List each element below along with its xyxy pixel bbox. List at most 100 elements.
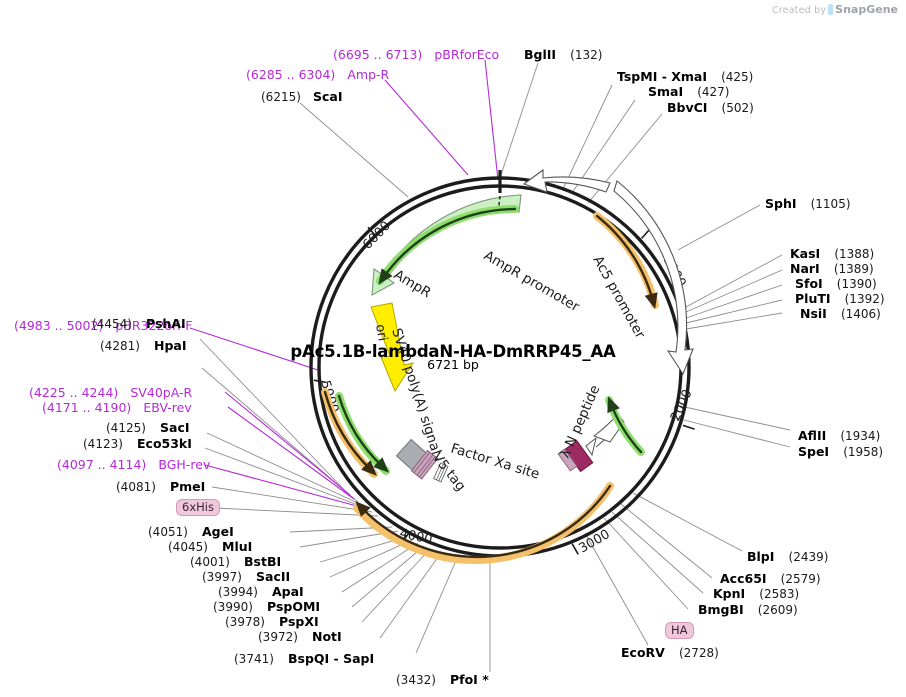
leader-lines-top	[499, 62, 791, 448]
enzyme-ecorv[interactable]: EcoRV (2728)	[621, 644, 719, 660]
feature-ampr-promoter[interactable]	[522, 168, 611, 193]
enzyme-position: (4001)	[190, 555, 230, 569]
enzyme-tspmi-xmai[interactable]: TspMI - XmaI (425)	[617, 68, 753, 84]
enzyme-name: EcoRV	[621, 645, 665, 660]
enzyme-name: BstBI	[244, 554, 282, 569]
enzyme-kasi[interactable]: KasI (1388)	[790, 245, 874, 261]
enzyme-position: (2439)	[788, 550, 829, 564]
enzyme-pluti[interactable]: PluTI (1392)	[795, 290, 885, 306]
primer-name: pBR322ori-F	[115, 318, 193, 333]
enzyme-name: TspMI - XmaI	[617, 69, 707, 84]
enzyme-aflii[interactable]: AflII (1934)	[798, 427, 880, 443]
feature-factor-xa-site[interactable]	[433, 462, 449, 483]
badge-ha[interactable]: HA	[665, 622, 694, 640]
enzyme-nsii[interactable]: NsiI (1406)	[800, 305, 881, 321]
enzyme-position: (1934)	[840, 429, 881, 443]
enzyme-position: (3432)	[396, 673, 436, 687]
feature-ori[interactable]: ori	[370, 302, 415, 393]
enzyme-name: BbvCI	[667, 100, 708, 115]
enzyme-name: SphI	[765, 196, 797, 211]
primer-name: SV40pA-R	[130, 385, 193, 400]
enzyme-spei[interactable]: SpeI (1958)	[798, 443, 883, 459]
badge-6xhis[interactable]: 6xHis	[176, 499, 220, 517]
enzyme-smai[interactable]: SmaI (427)	[648, 83, 730, 99]
primer-pbrforeco[interactable]: (6695 .. 6713) pBRforEco	[333, 46, 499, 62]
enzyme-bglii[interactable]: BglII (132)	[524, 46, 602, 62]
enzyme-position: (1388)	[834, 247, 875, 261]
enzyme-noti[interactable]: (3972) NotI	[258, 628, 342, 644]
primer-name: BGH-rev	[158, 457, 211, 472]
enzyme-name: PspXI	[279, 614, 319, 629]
enzyme-name: SpeI	[798, 444, 830, 459]
ruler-label-2000: 2000	[668, 387, 696, 423]
enzyme-name: KasI	[790, 246, 821, 261]
enzyme-apai[interactable]: (3994) ApaI	[218, 583, 304, 599]
primer-range: (4225 .. 4244)	[29, 385, 119, 400]
enzyme-name: NsiI	[800, 306, 827, 321]
enzyme-bmgbi[interactable]: BmgBI (2609)	[698, 601, 798, 617]
primer-leader-lines	[189, 59, 499, 510]
enzyme-name: BmgBI	[698, 602, 744, 617]
primer-range: (6285 .. 6304)	[246, 67, 336, 82]
enzyme-position: (1389)	[833, 262, 874, 276]
enzyme-position: (2583)	[759, 587, 800, 601]
enzyme-position: (1406)	[840, 307, 881, 321]
enzyme-name: Acc65I	[720, 571, 767, 586]
enzyme-kpni[interactable]: KpnI (2583)	[713, 585, 799, 601]
enzyme-pspxi[interactable]: (3978) PspXI	[225, 613, 319, 629]
enzyme-position: (2579)	[780, 572, 821, 586]
enzyme-bstbi[interactable]: (4001) BstBI	[190, 553, 281, 569]
enzyme-position: (6215)	[261, 90, 301, 104]
enzyme-agei[interactable]: (4051) AgeI	[148, 523, 234, 539]
enzyme-hpai[interactable]: (4281) HpaI	[100, 337, 187, 353]
enzyme-position: (4454)	[92, 317, 132, 331]
enzyme-blpi[interactable]: BlpI (2439)	[747, 548, 828, 564]
enzyme-name: SacI	[160, 420, 190, 435]
watermark-name: SnapGene	[835, 3, 898, 16]
enzyme-position: (2609)	[757, 603, 798, 617]
feature-label-ori: ori	[372, 323, 390, 342]
enzyme-saci[interactable]: (4125) SacI	[106, 419, 190, 435]
enzyme-name: PspOMI	[267, 599, 321, 614]
primer-range: (4097 .. 4114)	[57, 457, 147, 472]
enzyme-name: HpaI	[154, 338, 187, 353]
primer-amp-r[interactable]: (6285 .. 6304) Amp-R	[246, 66, 389, 82]
enzyme-position: (1390)	[836, 277, 877, 291]
feature-v5-tag[interactable]	[410, 449, 439, 480]
enzyme-scai[interactable]: (6215) ScaI	[261, 88, 343, 104]
enzyme-pspomi[interactable]: (3990) PspOMI	[213, 598, 320, 614]
enzyme-name: BglII	[524, 47, 557, 62]
primer-ebv-rev[interactable]: (4171 .. 4190) EBV-rev	[42, 399, 192, 415]
enzyme-pshai[interactable]: (4454) PshAI	[92, 315, 186, 331]
snapgene-logo-icon	[828, 4, 834, 15]
enzyme-position: (4081)	[116, 480, 156, 494]
enzyme-name: PmeI	[170, 479, 206, 494]
enzyme-sacii[interactable]: (3997) SacII	[202, 568, 290, 584]
primer-range: (4983 .. 5002)	[14, 318, 104, 333]
feature-ac5-promoter[interactable]	[613, 180, 694, 376]
primer-bgh-rev[interactable]: (4097 .. 4114) BGH-rev	[57, 456, 210, 472]
enzyme-position: (1958)	[843, 445, 884, 459]
feature-label-ampr: AmpR	[391, 267, 434, 301]
plasmid-name: pAc5.1B-lambdaN-HA-DmRRP45_AA	[290, 342, 616, 361]
enzyme-position: (3990)	[213, 600, 253, 614]
enzyme-position: (1392)	[844, 292, 885, 306]
primer-pbr322ori-f[interactable]: (4983 .. 5002) pBR322ori-F	[14, 317, 192, 333]
enzyme-bspqi-sapi[interactable]: (3741) BspQI - SapI	[234, 650, 374, 666]
enzyme-name: BspQI - SapI	[288, 651, 375, 666]
enzyme-nari[interactable]: NarI (1389)	[790, 260, 874, 276]
enzyme-acc65i[interactable]: Acc65I (2579)	[720, 570, 821, 586]
enzyme-pmei[interactable]: (4081) PmeI	[116, 478, 205, 494]
enzyme-name: PfoI *	[450, 672, 489, 687]
enzyme-eco53ki[interactable]: (4123) Eco53kI	[83, 435, 192, 451]
enzyme-position: (502)	[721, 101, 754, 115]
primer-sv40pa-r[interactable]: (4225 .. 4244) SV40pA-R	[29, 384, 192, 400]
enzyme-bbvci[interactable]: BbvCI (502)	[667, 99, 754, 115]
enzyme-sphi[interactable]: SphI (1105)	[765, 195, 851, 211]
enzyme-pfoi[interactable]: (3432) PfoI *	[396, 671, 489, 687]
enzyme-sfoi[interactable]: SfoI (1390)	[795, 275, 877, 291]
enzyme-mlui[interactable]: (4045) MluI	[168, 538, 252, 554]
enzyme-position: (427)	[697, 85, 730, 99]
enzyme-name: ScaI	[313, 89, 343, 104]
